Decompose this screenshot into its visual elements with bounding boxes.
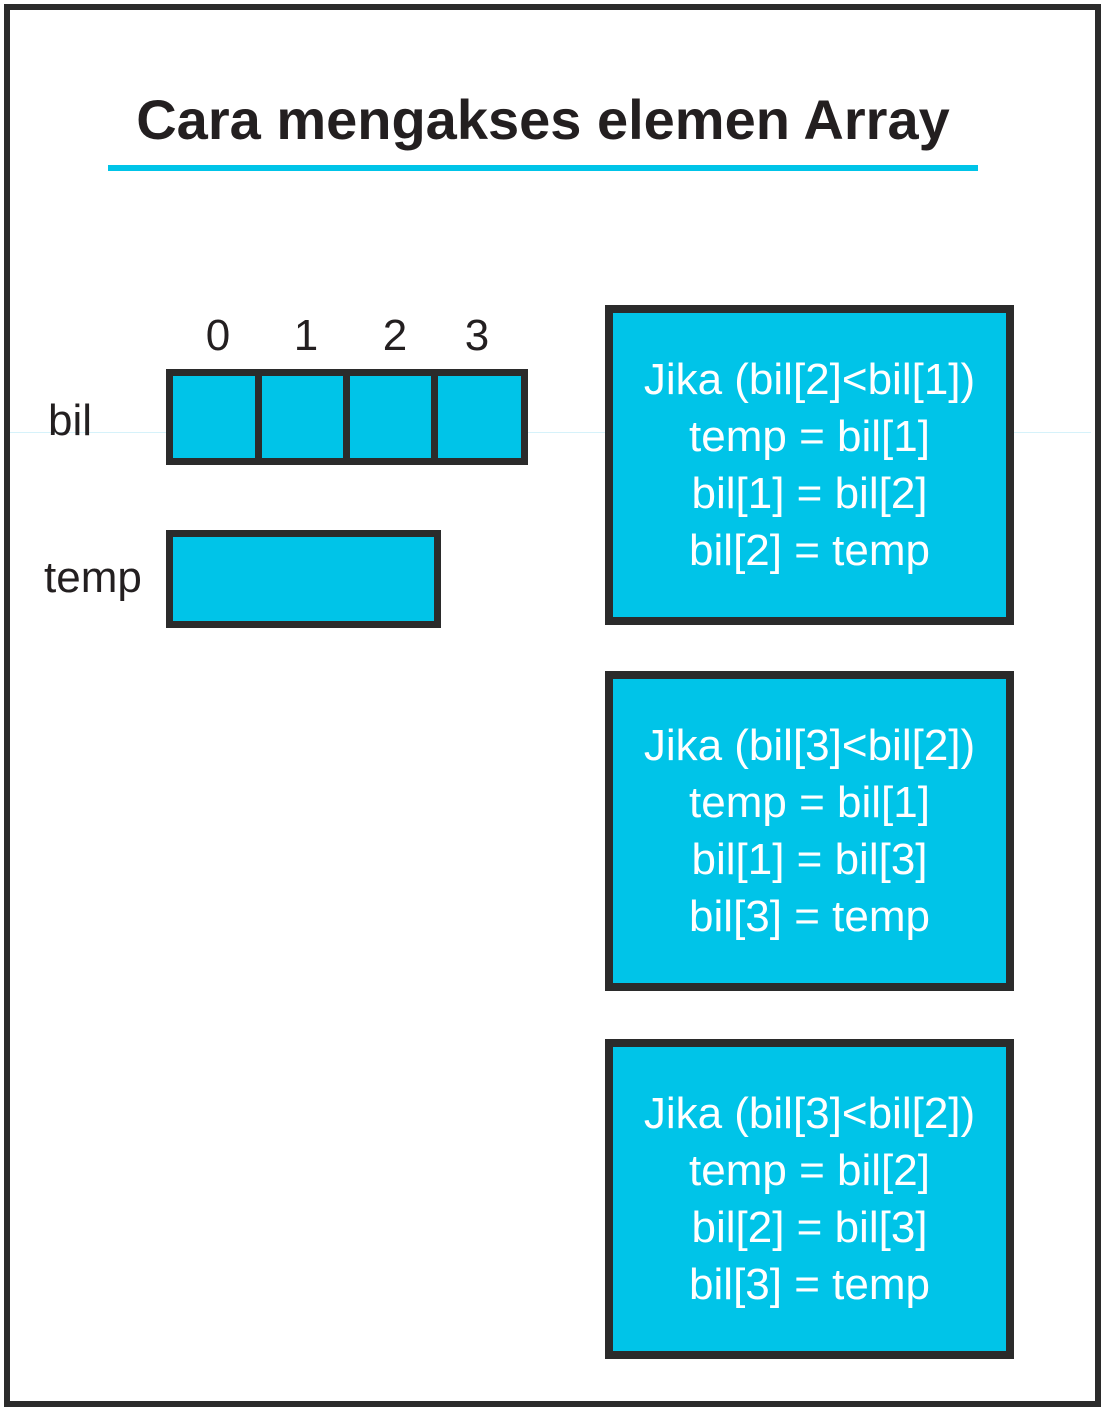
array-index-2: 2 (382, 311, 408, 360)
code-line: bil[3] = temp (689, 892, 930, 941)
array-bil (166, 369, 528, 465)
code-box-1: Jika (bil[2]<bil[1]) temp = bil[1] bil[1… (605, 305, 1014, 625)
array-label: bil (48, 396, 93, 445)
array-index-0: 0 (205, 311, 231, 360)
code-line: temp = bil[2] (689, 1146, 930, 1195)
code-line: bil[1] = bil[2] (691, 469, 928, 518)
temp-label: temp (44, 553, 142, 602)
code-line: bil[2] = temp (689, 526, 930, 575)
code-line: Jika (bil[3]<bil[2]) (643, 1089, 976, 1138)
code-line: temp = bil[1] (689, 412, 930, 461)
page-title: Cara mengakses elemen Array (136, 88, 950, 151)
code-box-2: Jika (bil[3]<bil[2]) temp = bil[1] bil[1… (605, 671, 1014, 991)
code-line: bil[3] = temp (689, 1260, 930, 1309)
array-cell-1 (262, 376, 343, 458)
array-index-1: 1 (293, 311, 319, 360)
code-line: temp = bil[1] (689, 778, 930, 827)
array-cell-0 (173, 376, 255, 458)
title-underline (108, 165, 978, 171)
code-line: bil[1] = bil[3] (691, 835, 928, 884)
guide-line (10, 432, 1091, 433)
array-cell-2 (350, 376, 431, 458)
array-index-3: 3 (464, 311, 490, 360)
code-box-3: Jika (bil[3]<bil[2]) temp = bil[2] bil[2… (605, 1039, 1014, 1359)
code-line: bil[2] = bil[3] (691, 1203, 928, 1252)
code-line: Jika (bil[2]<bil[1]) (643, 355, 976, 404)
code-line: Jika (bil[3]<bil[2]) (643, 721, 976, 770)
array-cell-3 (438, 376, 521, 458)
temp-box (166, 530, 441, 628)
